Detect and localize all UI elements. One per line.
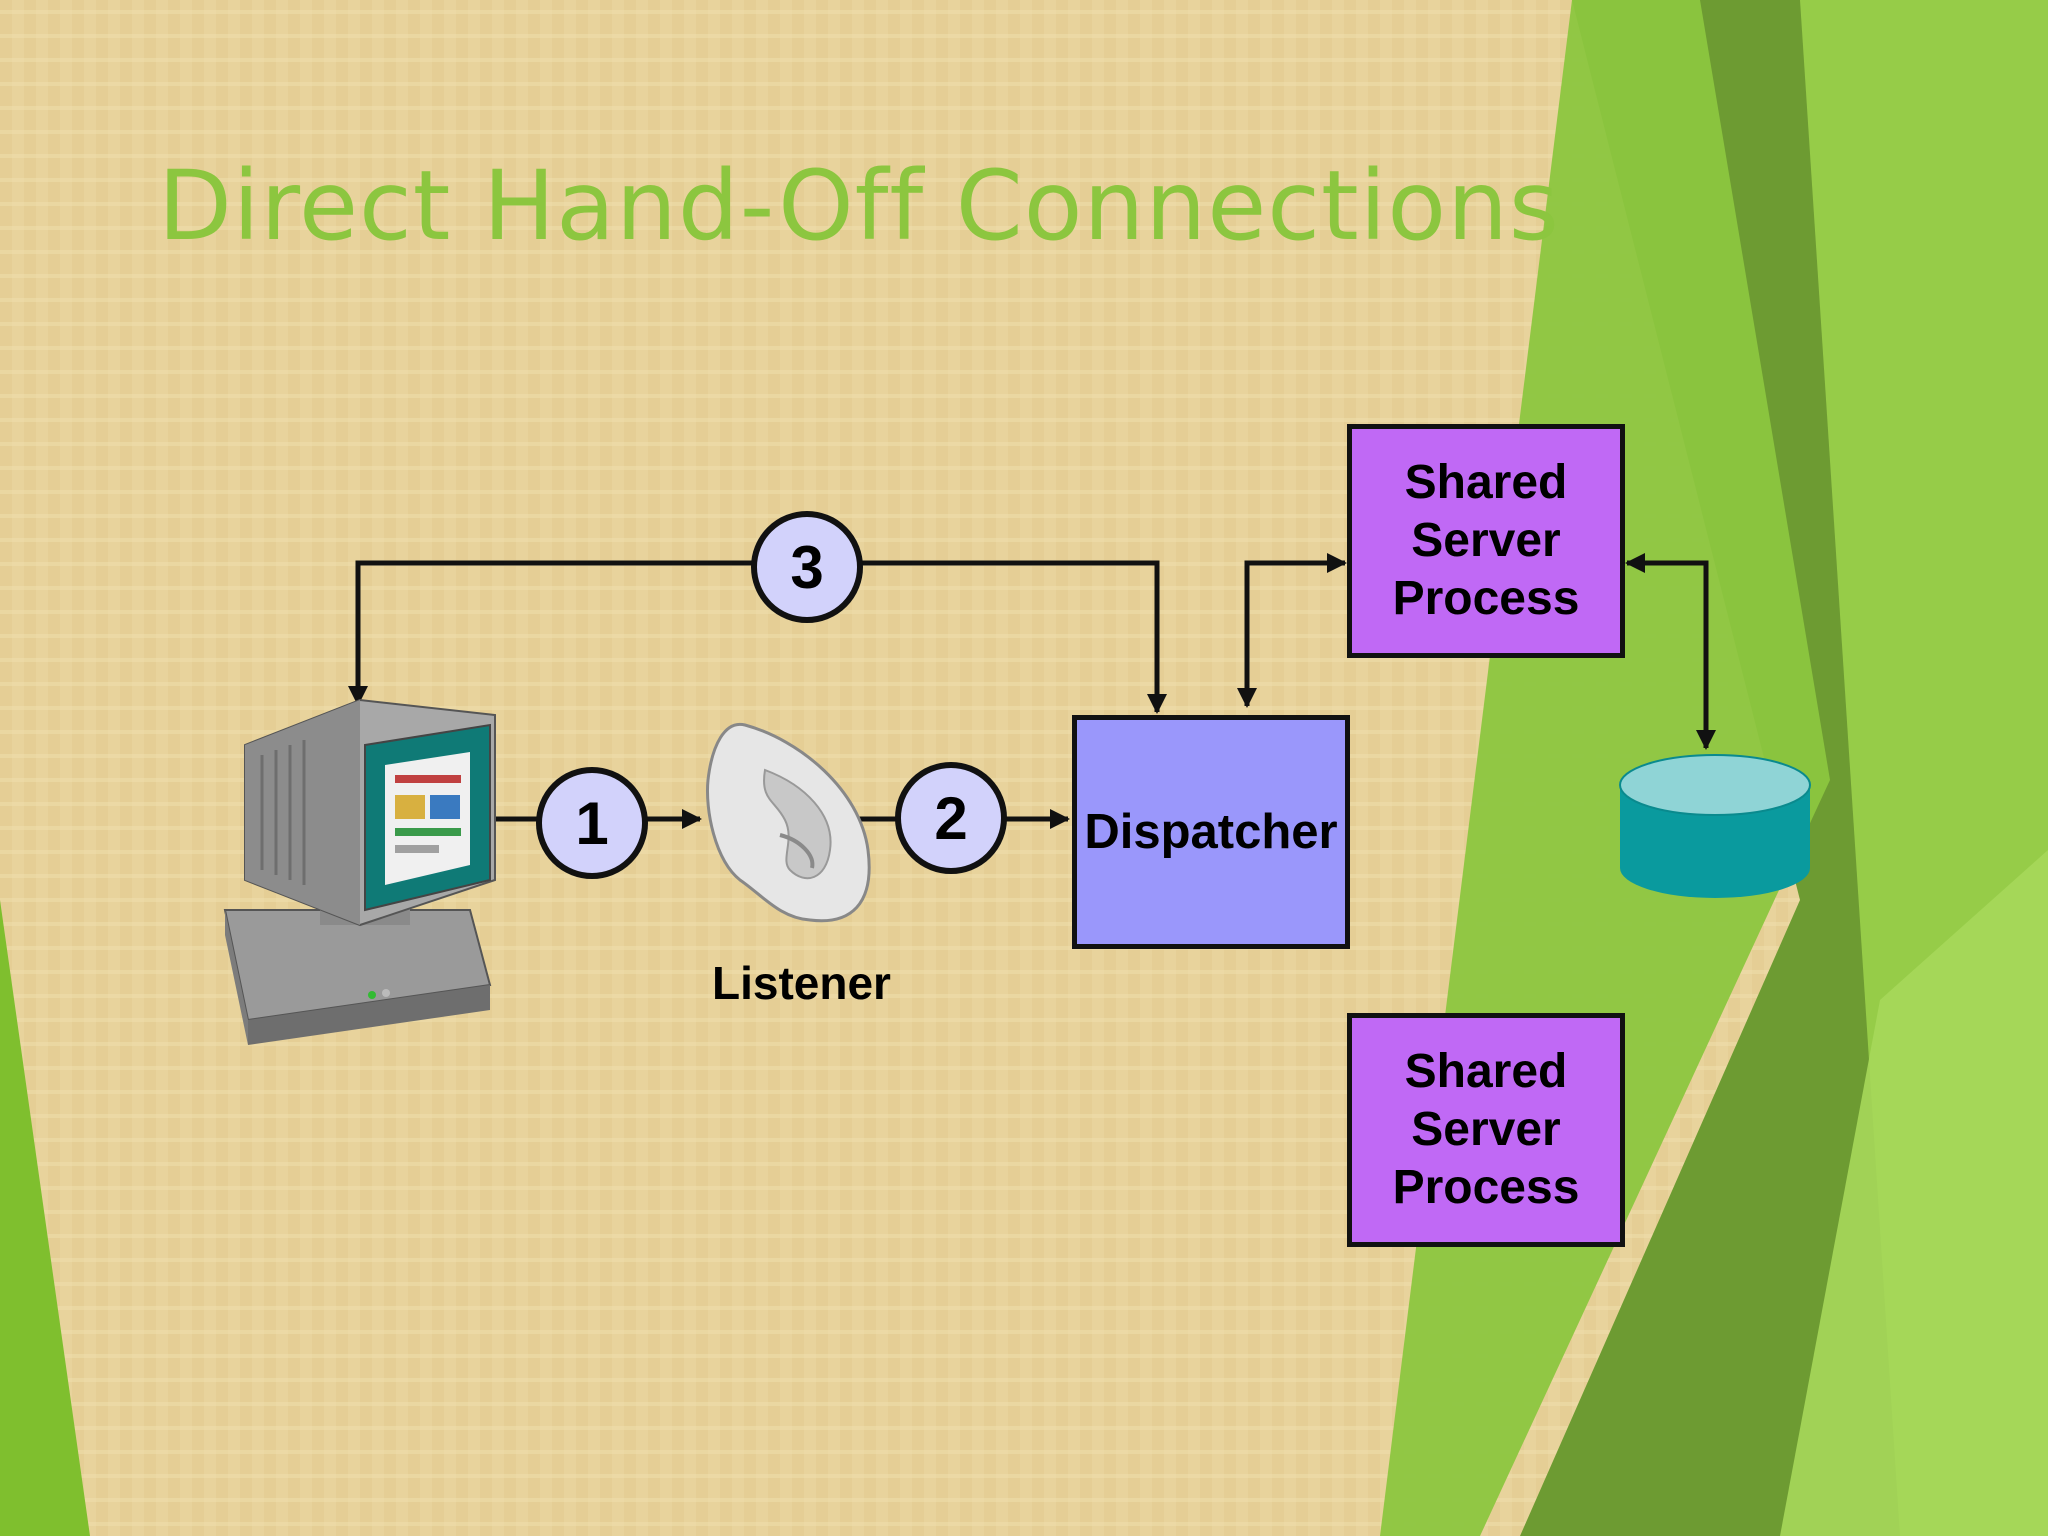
step-2-badge: 2 (895, 762, 1007, 874)
slide-title: Direct Hand-Off Connections (158, 150, 1560, 262)
dispatcher-label: Dispatcher (1084, 805, 1338, 859)
shared-server-process-bottom: Shared Server Process (1347, 1013, 1625, 1247)
step-1-badge: 1 (536, 767, 648, 879)
shared-server-process-label: Shared Server Process (1392, 456, 1580, 625)
accent-left-strip (0, 900, 90, 1536)
dispatcher-box: Dispatcher (1072, 715, 1350, 949)
step-3-badge: 3 (751, 511, 863, 623)
step-number: 1 (575, 789, 609, 857)
accent-corner (1780, 850, 2048, 1536)
step-number: 3 (790, 533, 824, 601)
dispatcher-shared-server-arrow (1237, 553, 1347, 708)
shared-server-process-label: Shared Server Process (1392, 1045, 1580, 1214)
step-number: 2 (934, 784, 968, 852)
shared-server-process-top: Shared Server Process (1347, 424, 1625, 658)
listener-caption: Listener (712, 957, 891, 1009)
shared-server-database-arrow (1625, 553, 1716, 750)
